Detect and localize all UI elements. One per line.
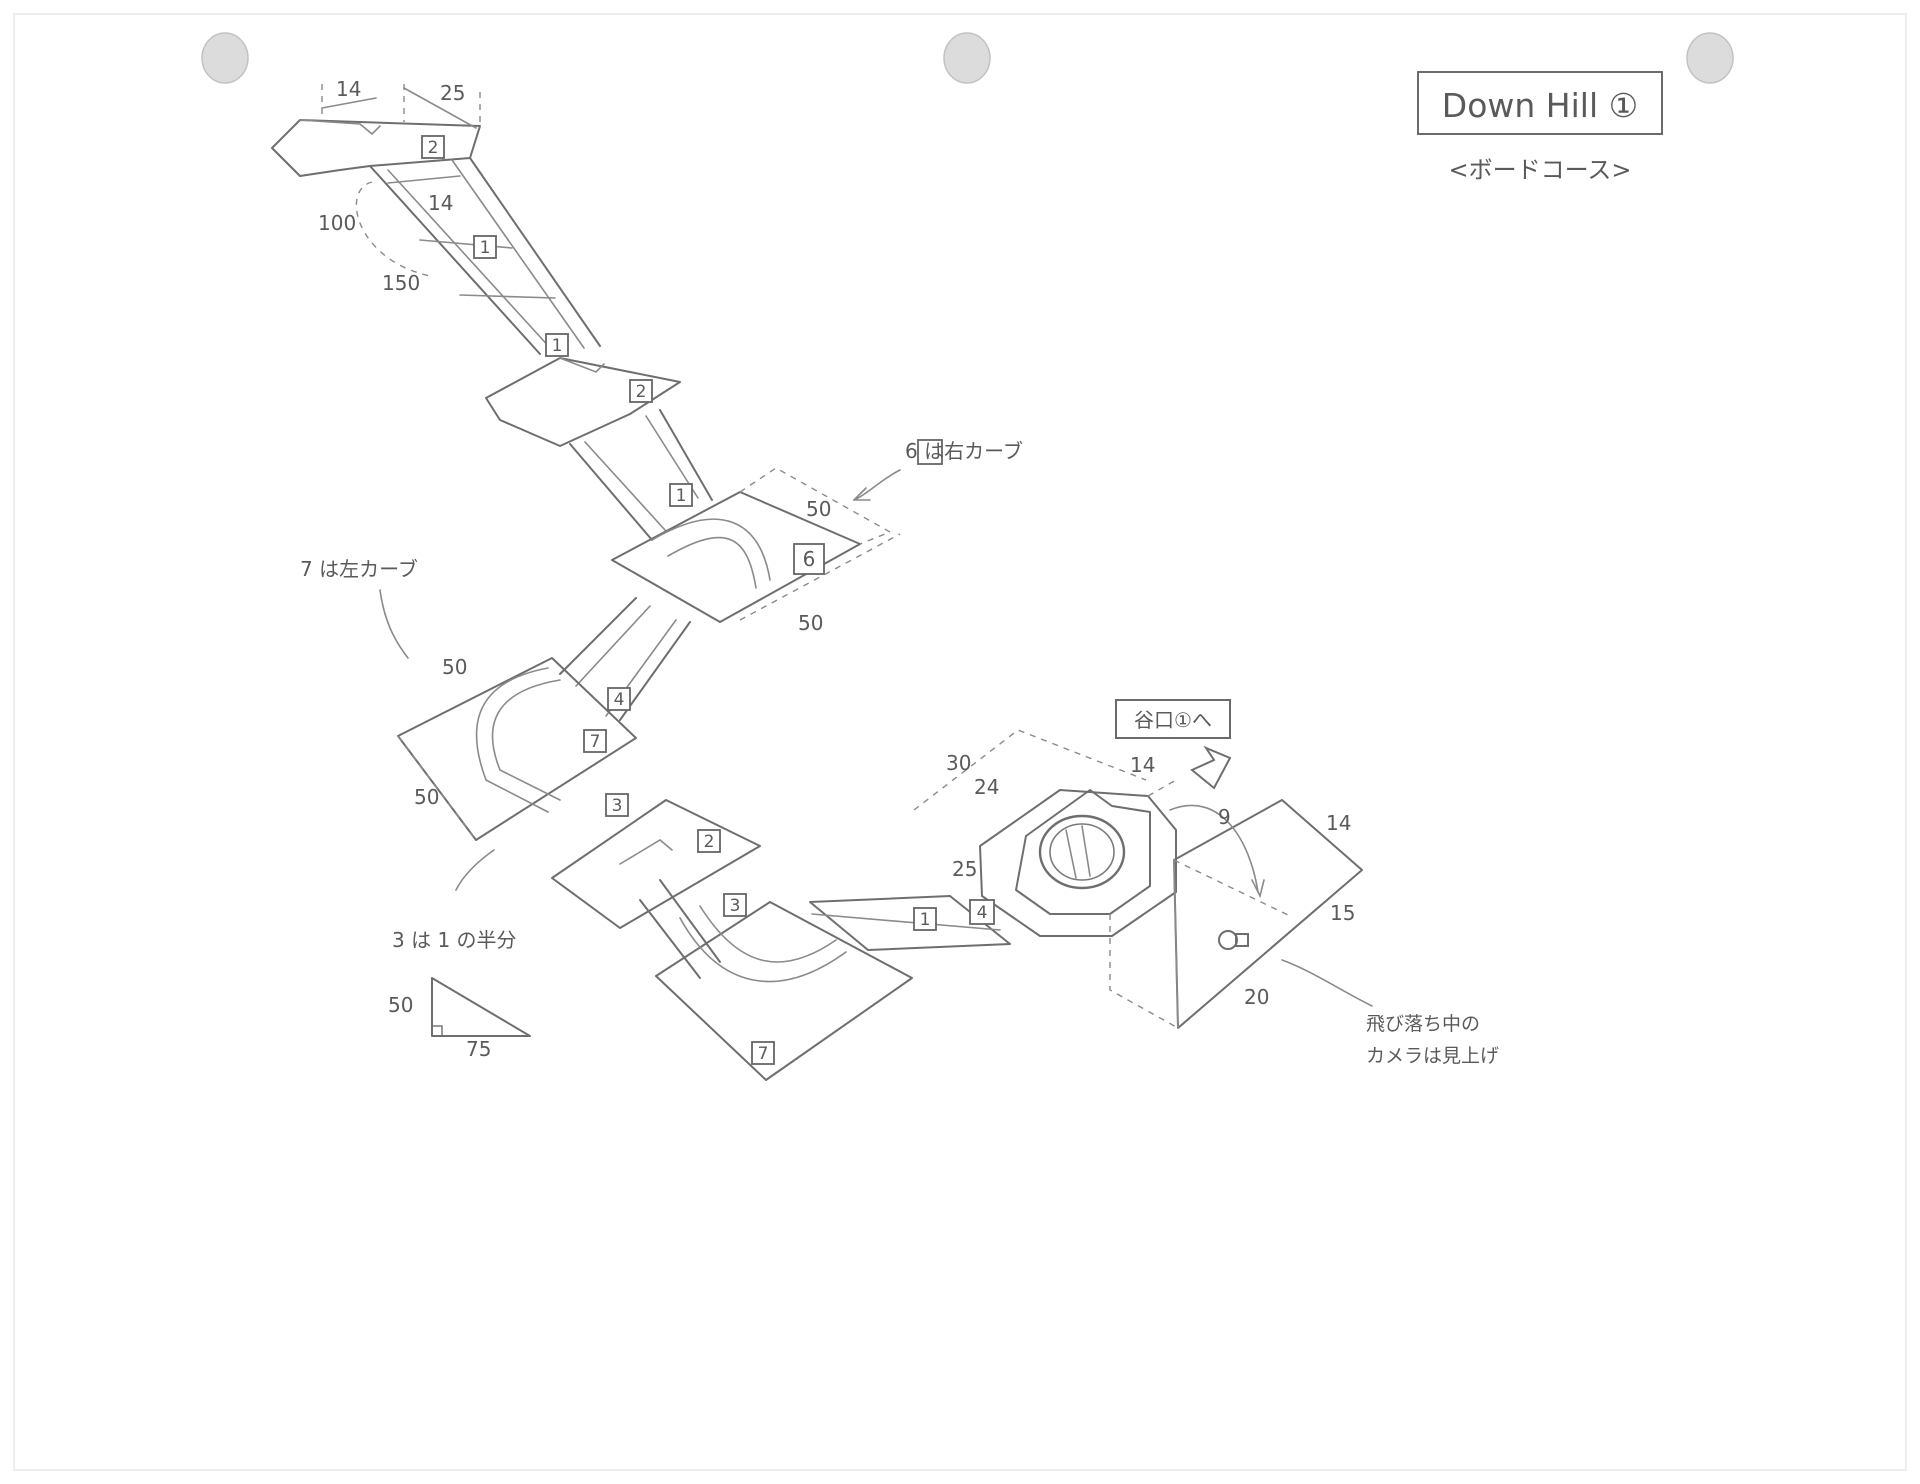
note-curve-left: 7 は左カーブ — [300, 557, 418, 581]
seg-j-3: 3 — [730, 896, 741, 916]
dim-jump-15: 15 — [1330, 901, 1355, 925]
dim-150: 150 — [382, 271, 420, 295]
seg-g-7: 7 — [590, 732, 601, 752]
curve-7-block — [397, 657, 637, 841]
note-curve-right: 6 は右カーブ — [905, 439, 1023, 463]
flag-icon — [1190, 745, 1232, 790]
ratio-triangle — [431, 977, 531, 1037]
camera-body — [1235, 933, 1249, 947]
right-angle-mark — [431, 1025, 443, 1037]
seg-m-4: 4 — [977, 903, 988, 923]
title-box — [1417, 71, 1663, 135]
seg-b-1: 1 — [552, 336, 563, 356]
straight-run-2 — [569, 409, 713, 541]
arrow-curve-6 — [853, 469, 901, 501]
dim-top-25: 25 — [440, 81, 465, 105]
dim-tri-h: 50 — [388, 993, 413, 1017]
title: Down Hill ① — [1442, 86, 1638, 125]
dim-c7-b: 50 — [414, 785, 439, 809]
dim-top-14: 14 — [336, 77, 361, 101]
camera-icon — [1218, 930, 1238, 950]
dim-jump-14: 14 — [1326, 811, 1351, 835]
dim-plat-30: 30 — [946, 751, 971, 775]
seg-f-4: 4 — [614, 690, 625, 710]
subtitle: <ボードコース> — [1448, 156, 1631, 184]
segment-markers: 2 1 1 2 1 6 4 7 3 2 3 7 1 4 — [421, 135, 995, 1065]
seg-top-2: 2 — [428, 138, 439, 158]
paper-border — [13, 13, 1907, 1471]
seg-i-2: 2 — [704, 832, 715, 852]
dim-14: 14 — [428, 191, 453, 215]
entrance-box — [1115, 699, 1231, 739]
note-6-box — [917, 439, 943, 465]
seg-k-7: 7 — [758, 1044, 769, 1064]
arrow-camera — [1281, 959, 1373, 1007]
note-camera-line2: カメラは見上げ — [1366, 1045, 1499, 1067]
dim-plat-25: 25 — [952, 857, 977, 881]
arrow-head-6 — [853, 487, 871, 501]
seg-h-3: 3 — [612, 796, 623, 816]
mid-plate — [485, 357, 681, 447]
binder-hole-left — [201, 32, 249, 84]
note-entrance: 谷口①へ — [1134, 708, 1212, 732]
dim-jump-20: 20 — [1244, 985, 1269, 1009]
dim-plat-24: 24 — [974, 775, 999, 799]
platform — [913, 729, 1177, 937]
seg-d-1: 1 — [676, 486, 687, 506]
note-camera-line1: 飛び落ち中の — [1366, 1013, 1480, 1035]
arrow-half — [455, 849, 495, 891]
seg-l-1: 1 — [920, 910, 931, 930]
dim-plat-14: 14 — [1130, 753, 1155, 777]
top-plate — [271, 84, 481, 177]
curve-6-block — [611, 467, 901, 623]
connector — [809, 895, 1011, 951]
seg-e-6: 6 — [803, 547, 816, 571]
dim-tri-w: 75 — [466, 1037, 491, 1061]
seg-c-2: 2 — [636, 382, 647, 402]
arrow-curve-7 — [379, 589, 409, 659]
binder-hole-center — [943, 32, 991, 84]
dim-c6-b: 50 — [798, 611, 823, 635]
note-half: 3 は 1 の半分 — [392, 928, 517, 952]
dim-c7-a: 50 — [442, 655, 467, 679]
dim-100: 100 — [318, 211, 356, 235]
plate-3 — [551, 799, 761, 929]
dim-c6-a: 50 — [806, 497, 831, 521]
jump-ramp — [1109, 799, 1363, 1029]
straight-run-1 — [355, 157, 601, 355]
curve-7-lower — [639, 879, 913, 1081]
dim-jump-9: 9 — [1218, 805, 1231, 829]
seg-a-1: 1 — [480, 238, 491, 258]
binder-hole-right — [1686, 32, 1734, 84]
